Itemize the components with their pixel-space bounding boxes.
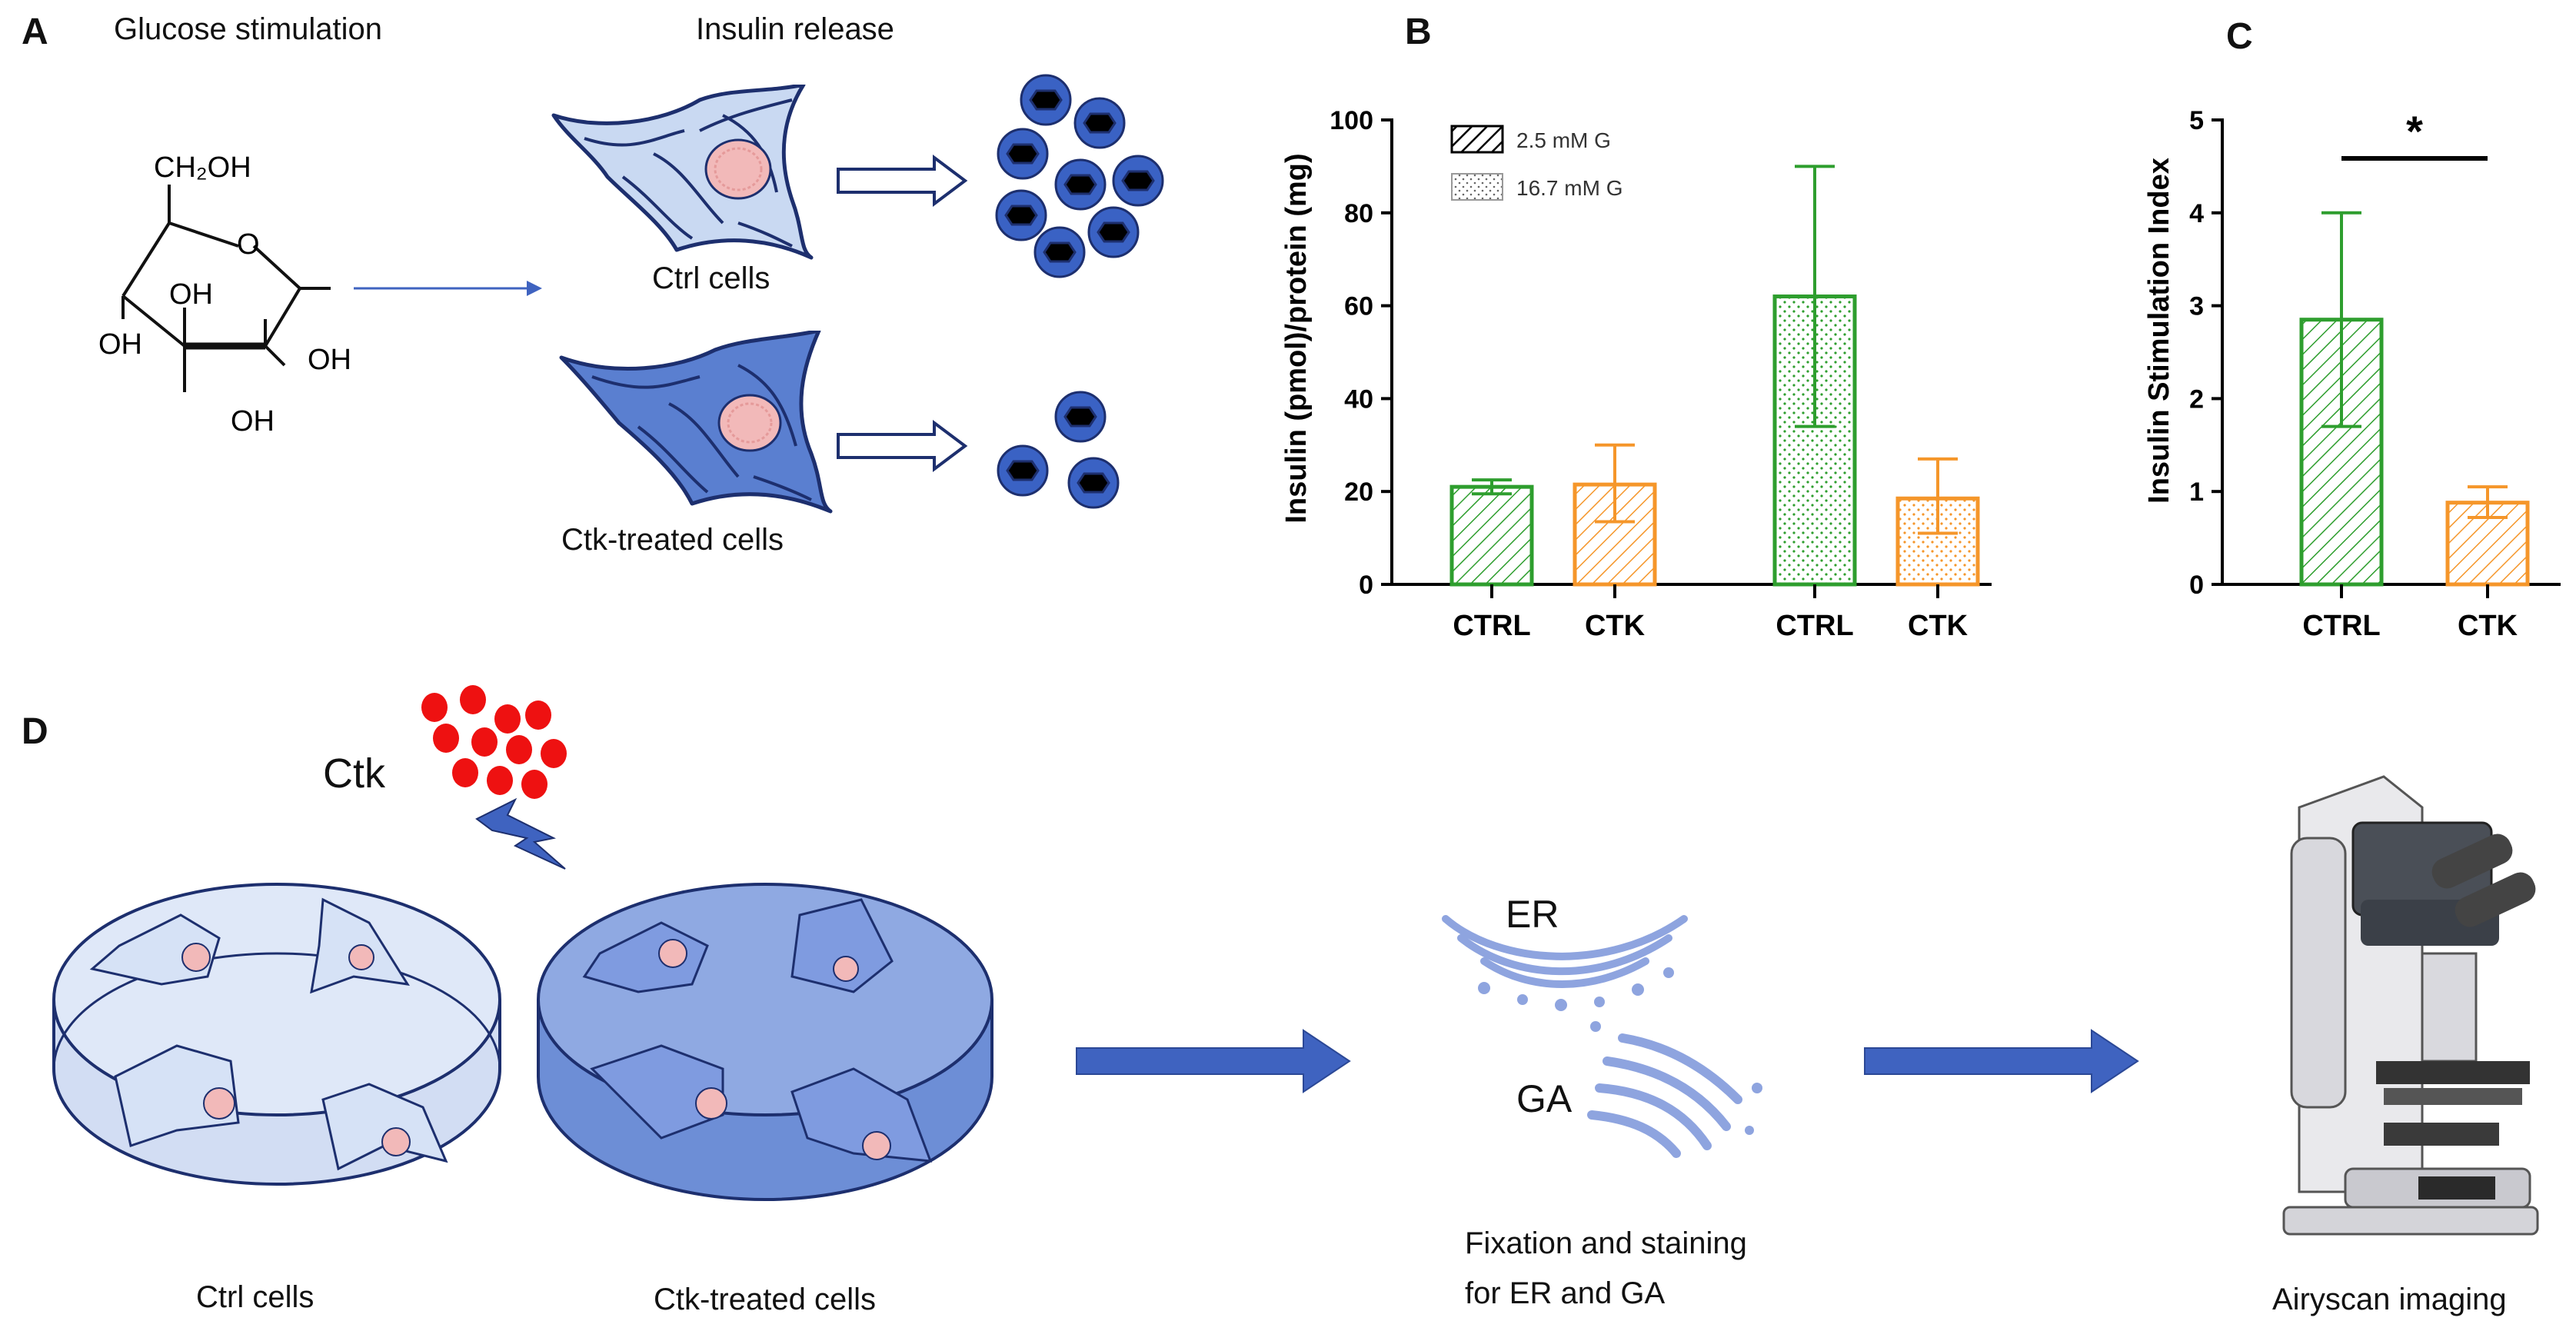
bar xyxy=(1449,484,1534,587)
molecule-oh-2: OH xyxy=(98,328,142,361)
molecule-ch2oh: CH₂OH xyxy=(154,151,251,184)
y-tick-label: 3 xyxy=(2189,292,2204,321)
x-tick-label: CTK xyxy=(1585,610,1646,642)
x-tick-label: CTRL xyxy=(1453,610,1530,642)
ga-label: GA xyxy=(1516,1077,1573,1120)
hollow-arrow-ctk xyxy=(837,420,968,472)
y-tick-label: 80 xyxy=(1344,199,1373,228)
molecule-oh-3: OH xyxy=(308,344,351,376)
er-label: ER xyxy=(1506,893,1559,936)
endoplasmic-reticulum-illustration xyxy=(1442,915,1688,1011)
x-tick-label: CTRL xyxy=(2302,610,2380,642)
stimulation-index-chart: Insulin Stimulation Index 0 1 2 3 4 5 CTRL CTK… xyxy=(2143,106,2561,642)
ctk-label-d: Ctk xyxy=(323,750,385,797)
y-tick-label: 60 xyxy=(1344,292,1373,321)
x-tick-label: CTK xyxy=(1908,610,1969,642)
panel-label-a: A xyxy=(22,12,48,52)
molecule-oh-1: OH xyxy=(169,278,213,311)
ctrl-cell-illustration xyxy=(551,85,814,260)
y-tick-label: 1 xyxy=(2189,477,2204,507)
chart-c-ylabel: Insulin Stimulation Index xyxy=(2143,158,2175,504)
airyscan-imaging-label: Airyscan imaging xyxy=(2272,1283,2507,1316)
y-tick-label: 0 xyxy=(2189,571,2204,600)
y-tick-label: 40 xyxy=(1344,384,1373,414)
ctk-dish xyxy=(537,883,993,1201)
fixation-label-line2: for ER and GA xyxy=(1465,1276,1666,1310)
process-arrow-2 xyxy=(1864,1029,2139,1093)
cytokine-burst xyxy=(421,685,567,870)
ctk-cell-illustration xyxy=(559,331,833,514)
ctk-cells-label-a: Ctk-treated cells xyxy=(561,523,784,557)
insulin-protein-chart: Insulin (pmol)/protein (mg) 0 20 40 60 80 100… xyxy=(1280,106,1992,642)
ctrl-cells-label-a: Ctrl cells xyxy=(652,261,770,295)
molecule-oh-4: OH xyxy=(231,405,275,438)
chart-b-legend: 2.5 mM G 16.7 mM G xyxy=(1450,125,1622,201)
y-tick-label: 2 xyxy=(2189,384,2204,414)
chart-b-ylabel: Insulin (pmol)/protein (mg) xyxy=(1280,153,1313,523)
legend-item-low-glucose: 2.5 mM G xyxy=(1516,128,1611,152)
y-tick-label: 5 xyxy=(2189,106,2204,135)
fixation-label-line1: Fixation and staining xyxy=(1465,1226,1747,1260)
insulin-granules-high xyxy=(995,74,1164,278)
glucose-stimulation-title: Glucose stimulation xyxy=(114,12,383,46)
y-tick-label: 20 xyxy=(1344,477,1373,507)
insulin-granules-low xyxy=(997,391,1120,509)
y-tick-label: 4 xyxy=(2189,199,2204,228)
ctrl-cells-label-d: Ctrl cells xyxy=(196,1280,315,1314)
ctk-cells-label-d: Ctk-treated cells xyxy=(654,1283,876,1316)
significance-star: * xyxy=(2406,107,2423,155)
y-tick-label: 0 xyxy=(1359,571,1373,600)
hollow-arrow-ctrl xyxy=(837,155,968,207)
ctrl-dish xyxy=(52,883,501,1186)
golgi-apparatus-illustration xyxy=(1587,1021,1762,1158)
insulin-release-title: Insulin release xyxy=(696,12,894,46)
x-tick-label: CTRL xyxy=(1776,610,1853,642)
panel-label-b: B xyxy=(1405,12,1432,52)
stimulation-arrow xyxy=(354,281,542,296)
x-tick-label: CTK xyxy=(2458,610,2518,642)
panel-label-c: C xyxy=(2226,16,2253,57)
legend-item-high-glucose: 16.7 mM G xyxy=(1516,176,1622,200)
process-arrow-1 xyxy=(1076,1029,1351,1093)
molecule-ring-oxygen: O xyxy=(237,228,260,261)
airyscan-microscope-illustration xyxy=(2282,775,2539,1236)
y-tick-label: 100 xyxy=(1330,106,1373,135)
panel-label-d: D xyxy=(22,711,48,752)
glucose-molecule: CH₂OH O OH OH OH OH xyxy=(98,151,351,438)
